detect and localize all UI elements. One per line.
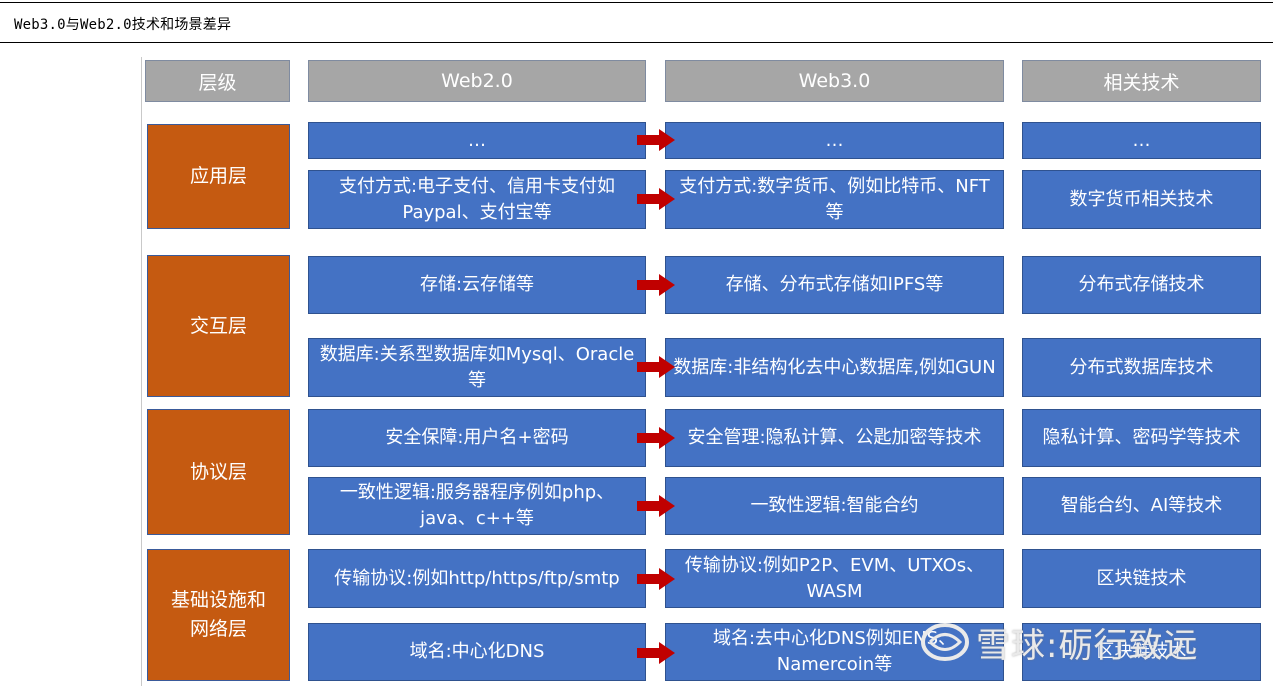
arrow-right-icon — [637, 356, 675, 378]
tech-cell-text: 智能合约、AI等技术 — [1060, 495, 1223, 516]
web2-cell-transport: 传输协议:例如http/https/ftp/smtp — [308, 549, 646, 608]
arrow-right-icon — [637, 129, 675, 151]
web3-cell-payment: 支付方式:数字货币、例如比特币、NFT等 — [665, 170, 1004, 229]
tech-cell-ellipsis: … — [1022, 122, 1261, 159]
web3-cell-domain: 域名:去中心化DNS例如ENS、Namercoin等 — [665, 623, 1004, 681]
title-underline — [0, 42, 1273, 43]
web2-cell-text: 安全保障:用户名+密码 — [385, 427, 569, 448]
web2-cell-database: 数据库:关系型数据库如Mysql、Oracle等 — [308, 338, 646, 397]
layer-interaction-label: 交互层 — [189, 314, 247, 337]
xueqiu-watermark: 雪球:砺行致远 — [920, 620, 1199, 666]
web2-cell-payment: 支付方式:电子支付、信用卡支付如Paypal、支付宝等 — [308, 170, 646, 229]
header-web2: Web2.0 — [308, 60, 646, 102]
layer-interaction: 交互层 — [147, 255, 290, 397]
tech-cell-domain: 区块链技术 — [1022, 623, 1261, 681]
web3-cell-text: 存储、分布式存储如IPFS等 — [725, 274, 944, 295]
arrow-right-icon — [637, 427, 675, 449]
web2-cell-ellipsis: … — [308, 122, 646, 159]
tech-cell-text: … — [1132, 129, 1151, 151]
tech-cell-storage: 分布式存储技术 — [1022, 256, 1261, 314]
arrow-right-icon — [637, 274, 675, 296]
layer-infrastructure-label: 基础设施和 网络层 — [170, 589, 266, 640]
tech-cell-transport: 区块链技术 — [1022, 549, 1261, 608]
tech-cell-text: 分布式存储技术 — [1078, 274, 1205, 295]
tech-cell-consistency: 智能合约、AI等技术 — [1022, 477, 1261, 535]
web3-cell-text: 安全管理:隐私计算、公匙加密等技术 — [687, 427, 982, 448]
tech-cell-text: 数字货币相关技术 — [1069, 188, 1214, 210]
arrow-right-icon — [637, 495, 675, 517]
tech-cell-database: 分布式数据库技术 — [1022, 338, 1261, 397]
web3-cell-text: 域名:去中心化DNS例如ENS、Namercoin等 — [712, 628, 957, 675]
header-related-tech: 相关技术 — [1022, 60, 1261, 102]
web3-cell-text: 支付方式:数字货币、例如比特币、NFT等 — [679, 175, 990, 223]
web2-cell-text: 传输协议:例如http/https/ftp/smtp — [334, 567, 620, 589]
web2-cell-storage: 存储:云存储等 — [308, 256, 646, 314]
web3-cell-transport: 传输协议:例如P2P、EVM、UTXOs、WASM — [665, 549, 1004, 608]
top-rule — [0, 2, 1273, 3]
web3-cell-text: 一致性逻辑:智能合约 — [750, 495, 919, 516]
web2-cell-text: … — [468, 129, 486, 151]
tech-cell-text: 隐私计算、密码学等技术 — [1042, 427, 1241, 448]
xueqiu-logo-icon — [921, 623, 969, 661]
web2-cell-text: 数据库:关系型数据库如Mysql、Oracle等 — [319, 343, 635, 391]
web3-cell-text: 数据库:非结构化去中心数据库,例如GUN — [673, 356, 996, 378]
layer-infrastructure: 基础设施和 网络层 — [147, 549, 290, 681]
tech-cell-text: 区块链技术 — [1096, 641, 1187, 662]
watermark-text: 雪球:砺行致远 — [976, 625, 1199, 666]
layer-protocol-label: 协议层 — [189, 460, 247, 483]
left-guide-line — [141, 57, 142, 686]
tech-cell-security: 隐私计算、密码学等技术 — [1022, 409, 1261, 467]
web2-cell-text: 存储:云存储等 — [419, 274, 535, 295]
web3-cell-security: 安全管理:隐私计算、公匙加密等技术 — [665, 409, 1004, 467]
tech-cell-text: 分布式数据库技术 — [1069, 356, 1214, 378]
web3-cell-storage: 存储、分布式存储如IPFS等 — [665, 256, 1004, 314]
layer-application-label: 应用层 — [189, 165, 247, 187]
web3-cell-text: … — [825, 129, 844, 151]
web3-cell-database: 数据库:非结构化去中心数据库,例如GUN — [665, 338, 1004, 397]
header-level: 层级 — [145, 60, 290, 102]
web3-cell-consistency: 一致性逻辑:智能合约 — [665, 477, 1004, 535]
header-web3: Web3.0 — [665, 60, 1004, 102]
web2-cell-domain: 域名:中心化DNS — [308, 623, 646, 681]
page-title: Web3.0与Web2.0技术和场景差异 — [14, 17, 232, 33]
web3-cell-text: 传输协议:例如P2P、EVM、UTXOs、WASM — [684, 554, 985, 602]
arrow-right-icon — [637, 568, 675, 590]
layer-application: 应用层 — [147, 124, 290, 229]
arrow-right-icon — [637, 642, 675, 664]
web2-cell-consistency: 一致性逻辑:服务器程序例如php、java、c++等 — [308, 477, 646, 535]
web3-cell-ellipsis: … — [665, 122, 1004, 159]
web2-cell-text: 一致性逻辑:服务器程序例如php、java、c++等 — [339, 482, 615, 529]
web2-cell-text: 域名:中心化DNS — [409, 641, 545, 662]
web2-cell-security: 安全保障:用户名+密码 — [308, 409, 646, 467]
layer-protocol: 协议层 — [147, 409, 290, 535]
tech-cell-payment: 数字货币相关技术 — [1022, 170, 1261, 229]
web2-cell-text: 支付方式:电子支付、信用卡支付如Paypal、支付宝等 — [338, 175, 616, 223]
arrow-right-icon — [637, 188, 675, 210]
tech-cell-text: 区块链技术 — [1096, 567, 1187, 589]
